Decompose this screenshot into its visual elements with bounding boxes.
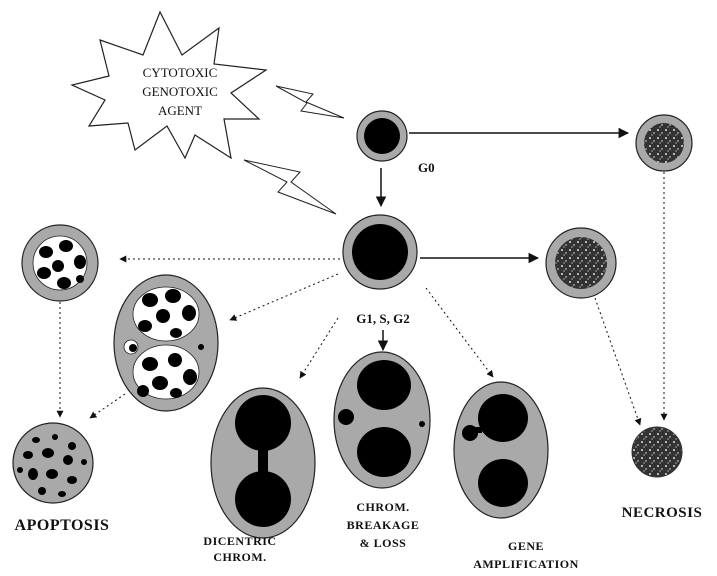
dicentric-cell (211, 388, 315, 538)
arrow-cycle-to-gene-amp (426, 288, 493, 377)
gene-amp-caption-1: GENE (508, 539, 544, 553)
lightning-bolt-lower (244, 160, 336, 214)
apoptosis-caption: APOPTOSIS (15, 517, 110, 534)
apoptotic-body (13, 423, 93, 503)
arrow-necrotic-middle-to-final (595, 298, 640, 425)
gene-amp-caption-2: AMPLIFICATION (473, 557, 579, 571)
agent-line-2: GENOTOXIC (142, 84, 218, 99)
arrow-cycle-to-dicentric (300, 318, 338, 378)
agent-line-3: AGENT (158, 103, 202, 118)
lightning-bolt-upper (276, 86, 344, 118)
cycling-cell (343, 215, 417, 289)
dicentric-caption-1: DICENTRIC (203, 534, 276, 548)
gene-amplification-cell (454, 382, 548, 518)
dicentric-caption-2: CHROM. (213, 550, 266, 564)
breakage-caption-3: & LOSS (360, 536, 407, 550)
necrotic-cell-middle (546, 228, 616, 298)
necrotic-cell-final (632, 427, 682, 477)
cycle-label: G1, S, G2 (356, 311, 409, 326)
breakage-caption-1: CHROM. (356, 500, 409, 514)
agent-line-1: CYTOTOXIC (143, 65, 218, 80)
arrow-binucleate-to-body (90, 394, 125, 418)
arrow-cycle-to-binucleate (230, 274, 338, 320)
necrotic-cell-top (636, 115, 692, 171)
breakage-cell (334, 352, 430, 488)
breakage-caption-2: BREAKAGE (347, 518, 420, 532)
g0-cell (357, 111, 407, 161)
apoptotic-cell-top (22, 225, 98, 301)
g0-label: G0 (418, 160, 435, 175)
necrosis-caption: NECROSIS (622, 505, 703, 521)
agent-starburst: CYTOTOXIC GENOTOXIC AGENT (72, 12, 266, 158)
binucleate-apoptotic-cell (114, 275, 218, 411)
